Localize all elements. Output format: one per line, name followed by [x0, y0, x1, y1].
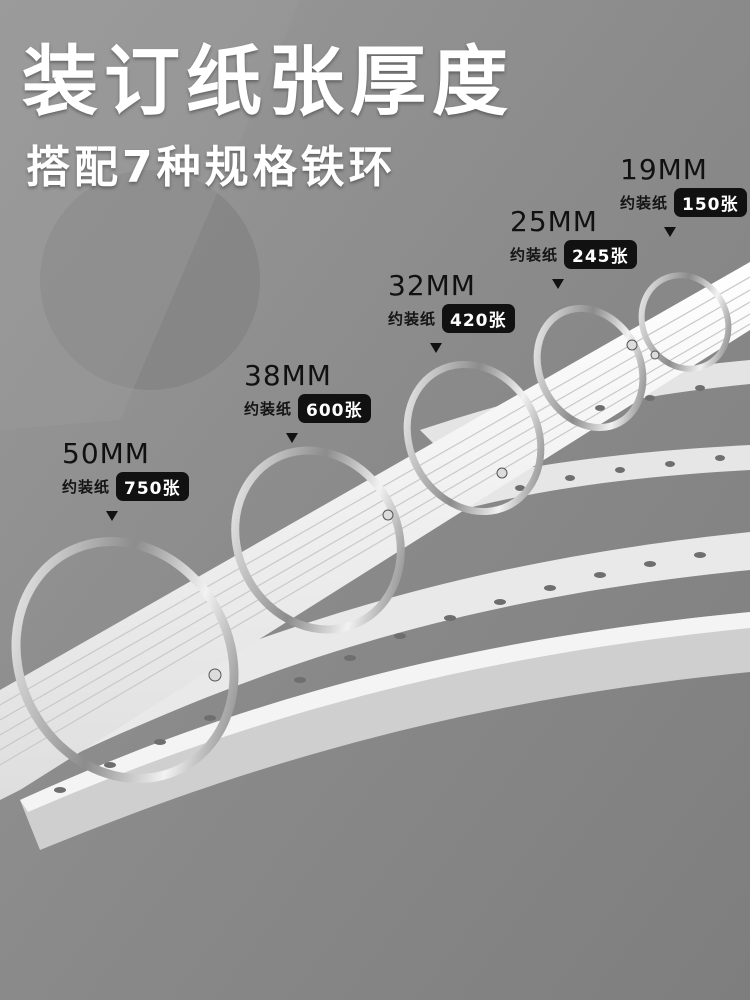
background-circle	[40, 170, 260, 390]
spec-19mm: 19MM 约装纸 150张	[620, 156, 750, 237]
capacity-row: 约装纸 750张	[62, 472, 189, 501]
capacity-badge: 150张	[674, 188, 747, 217]
capacity-badge: 600张	[298, 394, 371, 423]
spec-25mm: 25MM 约装纸 245张	[510, 208, 637, 289]
capacity-label: 约装纸	[510, 246, 559, 264]
ring-size: 38MM	[244, 359, 332, 392]
spec-50mm: 50MM 约装纸 750张	[62, 440, 189, 521]
capacity-badge: 420张	[442, 304, 515, 333]
capacity-label: 约装纸	[244, 400, 293, 418]
ring-19mm	[638, 272, 732, 372]
punched-holes	[54, 385, 725, 793]
ring-32mm	[403, 360, 545, 516]
pointer-triangle-icon	[430, 343, 442, 353]
paper-sheet-upper	[240, 445, 750, 585]
ring-38mm	[231, 446, 405, 634]
ring-size: 32MM	[388, 269, 476, 302]
ring-50mm	[11, 537, 239, 783]
ring-size: 19MM	[620, 156, 708, 186]
capacity-row: 约装纸 420张	[388, 304, 515, 333]
pointer-triangle-icon	[552, 279, 564, 289]
spec-38mm: 38MM 约装纸 600张	[244, 362, 371, 443]
capacity-label: 约装纸	[62, 478, 111, 496]
pointer-triangle-icon	[286, 433, 298, 443]
ring-size: 25MM	[510, 205, 598, 238]
ring-hinges	[208, 339, 660, 682]
paper-stack-lines	[0, 276, 750, 766]
ring-size: 50MM	[62, 437, 150, 470]
capacity-badge: 750张	[116, 472, 189, 501]
pointer-triangle-icon	[106, 511, 118, 521]
capacity-row: 约装纸 150张	[620, 188, 750, 217]
capacity-row: 约装纸 245张	[510, 240, 637, 269]
spec-32mm: 32MM 约装纸 420张	[388, 272, 515, 353]
paper-sheet-lower-edge	[20, 612, 750, 812]
headline: 装订纸张厚度	[22, 37, 514, 126]
capacity-label: 约装纸	[620, 194, 669, 212]
pointer-triangle-icon	[664, 227, 676, 237]
paper-stack	[0, 262, 750, 800]
subheadline: 搭配7种规格铁环	[26, 142, 397, 193]
capacity-badge: 245张	[564, 240, 637, 269]
background-shape	[0, 0, 300, 430]
paper-sheet-middle	[60, 532, 750, 752]
capacity-label: 约装纸	[388, 310, 437, 328]
capacity-row: 约装纸 600张	[244, 394, 371, 423]
paper-sheet-lower	[20, 612, 750, 850]
